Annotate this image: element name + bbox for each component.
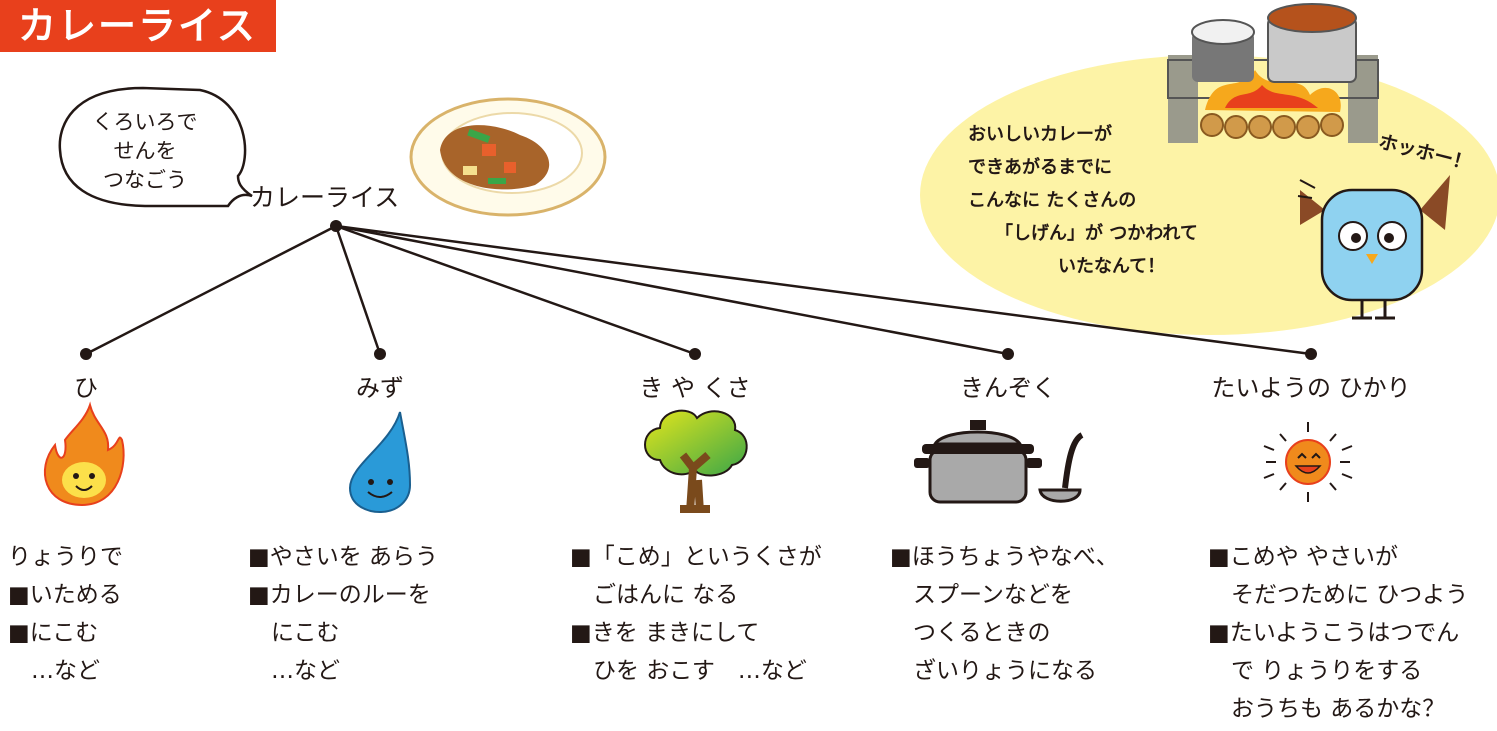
node-label-metal: きんぞく (960, 374, 1056, 402)
fire-icon (43, 401, 125, 507)
owl-message: おいしいカレーが できあがるまでに こんなに たくさんの 「しげん」が つかわれ… (968, 124, 1198, 277)
speech-bubble (58, 86, 253, 208)
node-dot (80, 348, 92, 360)
speech-bubble-text: くろいろで せんを つなごう (70, 108, 220, 195)
connector-line (334, 225, 382, 355)
pot-ladle-icon (914, 420, 1084, 504)
curry-plate-icon (409, 97, 607, 217)
water-drop-icon (348, 411, 412, 514)
node-dot (374, 348, 386, 360)
tree-icon (644, 409, 748, 513)
node-description-sunlight: ■こめや やさいが そだつために ひつよう ■たいようこうはつでん で りょうり… (1208, 544, 1469, 722)
connector-line (335, 224, 1312, 356)
node-description-water: ■やさいを あらう ■カレーのルーを にこむ …など (248, 544, 439, 684)
node-dot (689, 348, 701, 360)
sun-icon (1263, 422, 1353, 502)
connector-line (85, 224, 337, 356)
node-description-fire: りょうりで ■いためる ■にこむ …など (8, 544, 123, 684)
speech-line: つなごう (103, 168, 187, 192)
node-label-sunlight: たいようの ひかり (1211, 374, 1411, 402)
owl-icon (1297, 175, 1450, 320)
root-dot (330, 220, 342, 232)
node-label-plants: き や くさ (639, 374, 751, 402)
node-dot (1002, 348, 1014, 360)
campfire-cooking-icon (1167, 3, 1379, 143)
node-dot (1305, 348, 1317, 360)
node-label-fire: ひ (74, 374, 98, 402)
connector-line (335, 224, 696, 356)
node-description-plants: ■「こめ」というくさが ごはんに なる ■きを まきにして ひを おこす …など (570, 544, 822, 684)
speech-line: せんを (113, 139, 177, 163)
root-label: カレーライス (250, 183, 400, 212)
speech-line: くろいろで (92, 110, 198, 134)
node-description-metal: ■ほうちょうやなべ、 スプーンなどを つくるときの ざいりょうになる (890, 544, 1119, 684)
page-title: カレーライス (0, 0, 276, 52)
node-label-water: みず (356, 374, 404, 402)
connector-line (335, 224, 1009, 356)
